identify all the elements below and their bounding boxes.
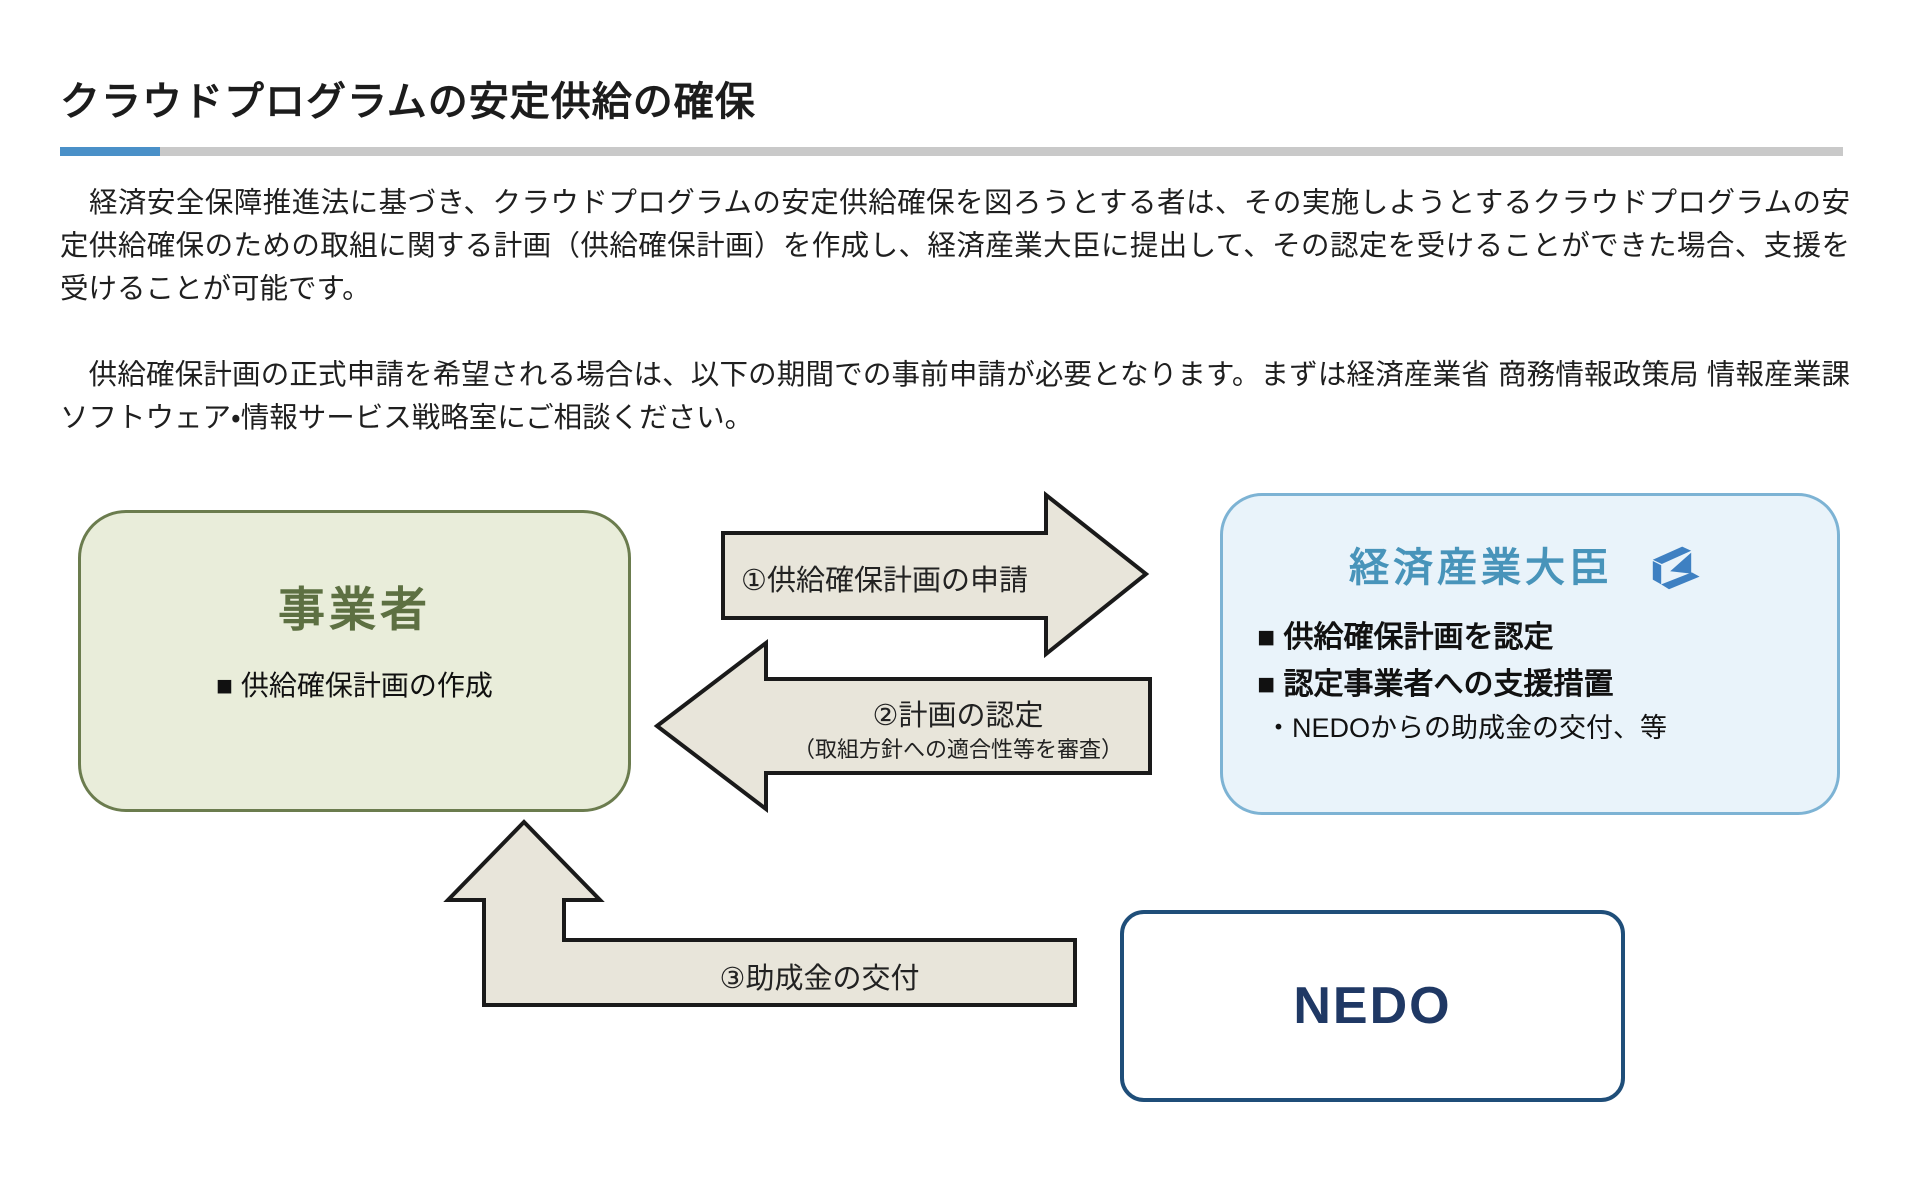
arrow-application-label: ①供給確保計画の申請 (741, 565, 1028, 597)
intro-paragraph: 経済安全保障推進法に基づき、クラウドプログラムの安定供給確保を図ろうとする者は、… (60, 187, 1850, 305)
arrow-grant-label: ③助成金の交付 (719, 963, 920, 995)
title-underline-accent (60, 147, 160, 156)
business-operator-box: 事業者 ■ 供給確保計画の作成 (78, 510, 631, 812)
arrow-up-grant (443, 819, 1077, 1007)
meti-bullet-support: ■ 認定事業者への支援措置 (1257, 668, 1614, 701)
meti-bullet-list: ■ 供給確保計画を認定 ■ 認定事業者への支援措置 ・NEDOからの助成金の交付… (1257, 614, 1837, 748)
arrow-certification-sublabel: （取組方針への適合性等を審査） (792, 737, 1123, 762)
arrow-right-application (721, 490, 1150, 659)
contact-paragraph: 供給確保計画の正式申請を希望される場合は、以下の期間での事前申請が必要となります… (60, 359, 1850, 434)
meti-bullet-nedo-grant: ・NEDOからの助成金の交付、等 (1265, 713, 1668, 743)
arrow-left-certification (653, 638, 1152, 814)
meti-logo-icon (1652, 546, 1700, 590)
meti-box: 経済産業大臣 ■ 供給確保計画を認定 ■ 認定事業者への支援措置 ・NEDOから… (1220, 493, 1840, 815)
meti-title: 経済産業大臣 (1349, 546, 1613, 590)
meti-header: 経済産業大臣 (1223, 534, 1837, 594)
meti-bullet-certify: ■ 供給確保計画を認定 (1257, 621, 1554, 654)
arrow-certification-label: ②計画の認定 (872, 700, 1044, 732)
business-operator-title: 事業者 (278, 583, 431, 636)
page-title: クラウドプログラムの安定供給の確保 (60, 80, 756, 124)
nedo-title: NEDO (1293, 977, 1452, 1035)
title-underline (60, 147, 1843, 156)
business-operator-bullet: ■ 供給確保計画の作成 (216, 670, 493, 701)
nedo-box: NEDO (1120, 910, 1625, 1102)
